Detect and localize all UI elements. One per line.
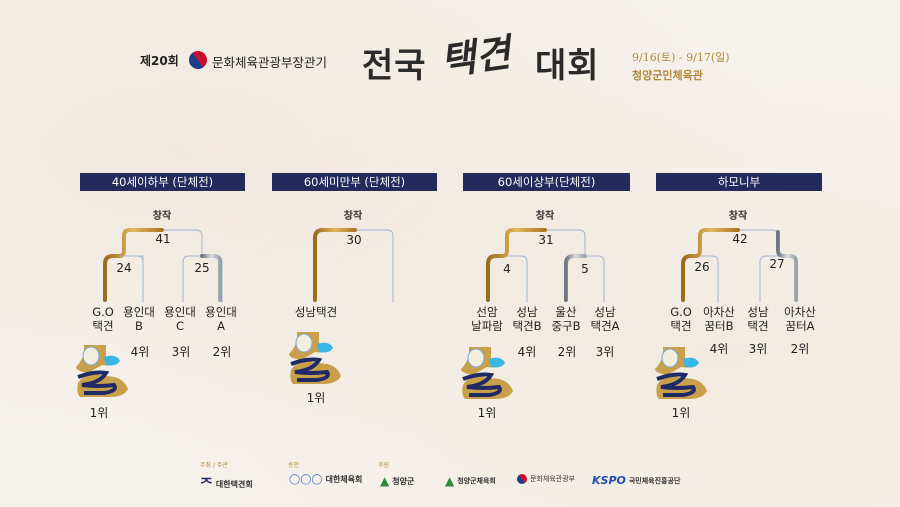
logo-ministry-culture: 문화체육관광부 <box>517 474 575 484</box>
champion-label: 창작 <box>152 211 172 222</box>
champion-label: 창작 <box>728 211 748 222</box>
logo-cheongyang-sports: ▲청양군체육회 <box>445 474 496 488</box>
rank-label: 1위 <box>89 406 109 420</box>
rank-label: 3위 <box>171 345 191 359</box>
rank-label: 3위 <box>748 342 768 356</box>
rank-label: 2위 <box>790 342 810 356</box>
rank-label: 2위 <box>212 345 232 359</box>
title-right: 대회 <box>535 46 600 86</box>
gold-medal-icon <box>655 347 707 399</box>
rank-label: 1위 <box>671 406 691 420</box>
final-score: 41 <box>155 232 171 246</box>
rank-label: 1위 <box>306 391 326 405</box>
taekkyeon-emblem-icon: ᄌ <box>200 477 213 493</box>
champion-label: 창작 <box>343 211 363 222</box>
event-dates: 9/16(토) - 9/17(일) <box>632 51 730 64</box>
rank-label: 4위 <box>709 342 729 356</box>
gold-medal-icon <box>76 345 128 397</box>
final-score: 31 <box>538 233 554 247</box>
government-emblem-icon <box>189 51 207 69</box>
rank-label: 4위 <box>517 345 537 359</box>
rank-label: 3위 <box>595 345 615 359</box>
team-name: 성남택견 <box>294 305 338 319</box>
rank-label: 4위 <box>130 345 150 359</box>
bracket-60-under <box>313 228 394 303</box>
semi-score: 27 <box>769 257 785 271</box>
title-left: 전국 <box>362 46 427 86</box>
division-header-harmony: 하모니부 <box>656 173 822 191</box>
bracket-40-under <box>103 228 223 303</box>
bracket-60-over <box>486 228 605 303</box>
host-caption: 주최 / 주관 <box>200 462 228 469</box>
gold-medal-icon <box>461 347 513 399</box>
olympic-rings-icon: ◯◯◯ <box>289 474 323 485</box>
semi-score: 4 <box>503 262 511 276</box>
logo-korea-sports-council: ◯◯◯대한체육회 <box>289 474 363 485</box>
gold-medal-icon <box>289 332 341 384</box>
mountain-icon: ▲ <box>380 474 390 488</box>
edition-label: 제20회 <box>140 54 179 68</box>
rank-label: 2위 <box>557 345 577 359</box>
government-emblem-icon <box>517 474 527 484</box>
semi-score: 24 <box>116 261 132 275</box>
semi-score: 26 <box>694 260 710 274</box>
division-header-60-over: 60세이상부(단체전) <box>463 173 630 191</box>
support-caption: 후원 <box>378 462 390 469</box>
final-score: 42 <box>732 232 748 246</box>
division-header-60-under: 60세미만부 (단체전) <box>272 173 437 191</box>
semi-score: 5 <box>581 262 589 276</box>
division-header-40-under: 40세이하부 (단체전) <box>80 173 245 191</box>
logo-cheongyang-county: ▲청양군 <box>380 474 415 488</box>
final-score: 30 <box>346 233 362 247</box>
sponsor-title: 문화체육관광부장관기 <box>212 55 328 70</box>
champion-label: 창작 <box>535 211 555 222</box>
mountain-icon: ▲ <box>445 474 455 488</box>
event-venue: 청양군민체육관 <box>632 69 703 82</box>
approve-caption: 승인 <box>288 462 300 469</box>
bracket-harmony <box>681 228 798 303</box>
semi-score: 25 <box>194 261 210 275</box>
rank-label: 1위 <box>477 406 497 420</box>
